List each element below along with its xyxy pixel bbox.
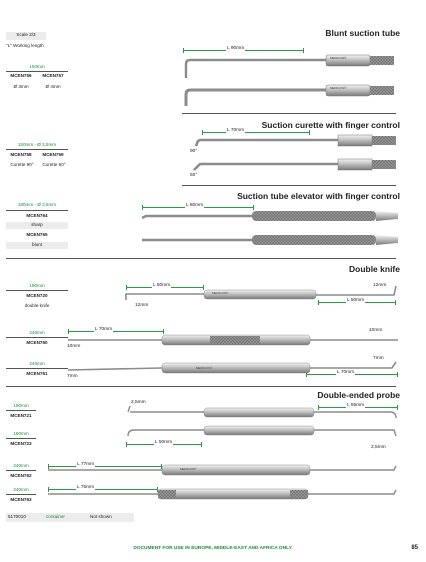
dimension-label: 2,5mm <box>130 400 147 405</box>
product-code: MCEN765 <box>26 232 48 237</box>
section-title-blunt-suction-tube: Blunt suction tube <box>325 28 400 38</box>
suction-curette-759 <box>193 158 396 171</box>
length-label: 240mm <box>29 361 45 366</box>
suction-tube-756 <box>184 54 394 78</box>
distribution-notice: DOCUMENT FOR USE IN EUROPE, MIDDLE-EAST … <box>133 546 293 551</box>
product-spec: Ø 4mm <box>45 84 61 89</box>
length-label: 180mm - Ø 3,5mm <box>17 202 57 207</box>
product-code: MCEN763 <box>10 497 32 502</box>
dimension-label: 7mm <box>372 356 385 361</box>
length-label: 190mm <box>13 431 29 436</box>
scale-label: Scale 2/3 <box>6 32 46 40</box>
product-code: MCEN721 <box>10 413 32 418</box>
dimension-label: L 50mm <box>154 440 174 445</box>
product-code: MCEN760 <box>26 340 48 345</box>
angle-label: 60° <box>189 173 199 178</box>
engraving-label: MEDICON® <box>212 291 229 295</box>
dimension-line <box>48 487 158 492</box>
dimension-line <box>68 329 164 334</box>
length-label: 150mm - Ø 3,5mm <box>17 142 57 147</box>
product-code: MCEN762 <box>10 473 32 478</box>
container-label: container <box>46 514 65 519</box>
probe-723 <box>127 425 397 437</box>
dimension-label: L 70mm <box>94 327 114 332</box>
product-spec: Curette 90° <box>10 162 34 167</box>
probe-721 <box>127 405 397 419</box>
dimension-label: 2,5mm <box>370 445 387 450</box>
dimension-label: 10mm <box>368 328 384 333</box>
angle-label: 90° <box>189 149 199 154</box>
product-code: MCEN764 <box>26 213 48 218</box>
dimension-label: L 50mm <box>152 283 172 288</box>
dimension-label: 12mm <box>372 283 388 288</box>
container-row: 5170010 container Not shown <box>6 513 134 522</box>
length-label: 240mm <box>29 330 45 335</box>
suction-curette-758 <box>194 134 396 147</box>
product-code: MCEN720 <box>26 293 48 298</box>
section-title-suction-curette: Suction curette with finger control <box>261 120 400 130</box>
dimension-label: L 55mm <box>346 403 366 408</box>
engraving-label: MEDICON® <box>330 86 347 90</box>
probe-763 <box>48 488 397 500</box>
engraving-label: MEDICON® <box>180 467 197 471</box>
length-label: 150mm <box>29 64 45 69</box>
engraving-label: MEDICON® <box>330 56 347 60</box>
product-code: MCEN758 <box>10 152 32 157</box>
product-code: MCEN757 <box>42 73 64 78</box>
page-number: 85 <box>411 545 418 551</box>
dimension-label: L 70mm <box>336 370 356 375</box>
double-knife-760 <box>68 334 398 346</box>
probe-762 <box>48 464 397 476</box>
dimension-label: L 90mm <box>226 46 246 51</box>
suction-elevator-764 <box>141 211 398 221</box>
dimension-line <box>202 130 310 135</box>
dimension-label: 7mm <box>66 374 79 379</box>
dimension-line <box>48 464 162 469</box>
dimension-label: L 77mm <box>76 462 96 467</box>
length-label: 190mm <box>13 403 29 408</box>
working-length-note: "L" Working length <box>6 43 44 48</box>
dimension-label: L 70mm <box>226 128 246 133</box>
product-spec: double knife <box>24 303 50 308</box>
engraving-label: MEDICON® <box>196 366 213 370</box>
container-code: 5170010 <box>8 514 26 519</box>
product-spec: Ø 3mm <box>13 84 29 89</box>
double-knife-720 <box>125 285 397 300</box>
product-code: MCEN759 <box>42 152 64 157</box>
container-status: Not shown <box>90 514 112 519</box>
product-spec: Curette 60° <box>42 162 66 167</box>
double-knife-761 <box>67 361 397 374</box>
length-label: 190mm <box>29 283 45 288</box>
product-spec: blunt <box>6 242 68 249</box>
length-label: 240mm <box>13 487 29 492</box>
product-code: MCEN756 <box>10 73 32 78</box>
length-label: 240mm <box>13 463 29 468</box>
dimension-label: L 50mm <box>346 298 366 303</box>
product-code: MCEN723 <box>10 441 32 446</box>
dimension-label: 10mm <box>66 344 82 349</box>
product-code: MCEN761 <box>26 371 48 376</box>
suction-elevator-765 <box>142 235 398 245</box>
section-title-double-knife: Double knife <box>348 264 400 274</box>
dimension-label: L 80mm <box>185 203 205 208</box>
suction-tube-757 <box>184 84 394 106</box>
section-title-suction-tube-elevator: Suction tube elevator with finger contro… <box>237 191 400 201</box>
product-spec: sharp <box>6 222 68 229</box>
dimension-label: L 75mm <box>76 485 96 490</box>
dimension-label: 12mm <box>134 303 150 308</box>
section-title-double-ended-probe: Double-ended probe <box>317 390 400 400</box>
